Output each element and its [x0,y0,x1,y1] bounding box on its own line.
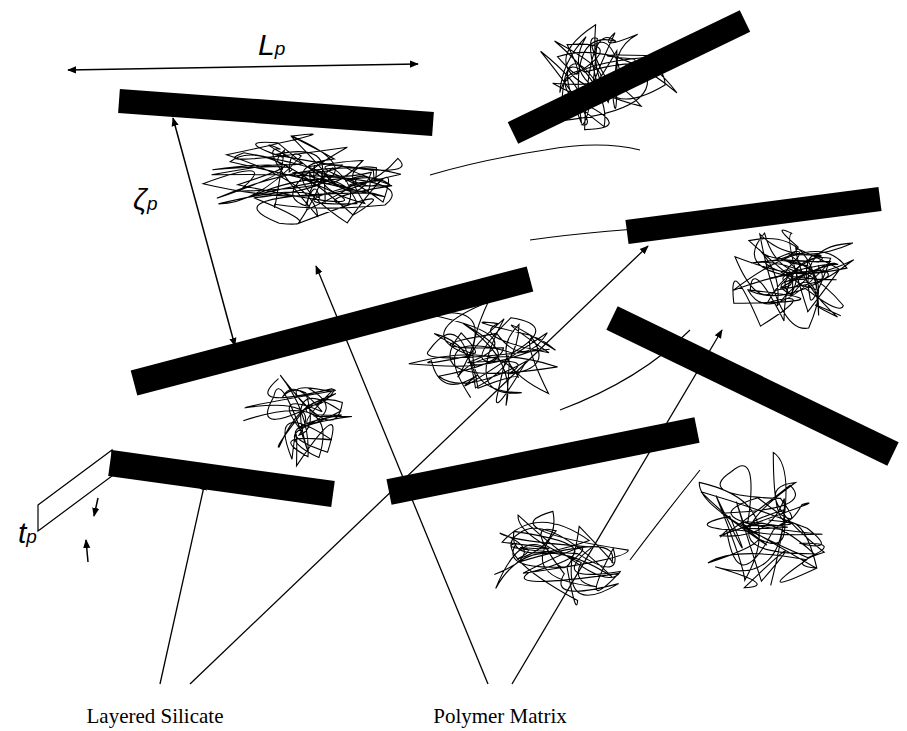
polymer-chain [699,452,824,587]
polymer-chain [243,375,352,466]
dimension-lines [38,64,418,562]
polymer-chain [301,160,393,205]
dimension-label: tp [18,518,37,548]
part-label: Polymer Matrix [433,706,567,727]
dimension-label: ζp [133,185,157,215]
polymer-chain [770,251,838,296]
dimension-label: Lp [258,30,285,60]
polymer-chain [630,470,700,560]
leader-lines [160,246,722,684]
polymer-chain [203,134,402,224]
part-label: Layered Silicate [86,706,223,727]
silicate-layers [110,21,893,494]
polymer-chain [733,230,854,328]
polymer-chain [494,511,628,605]
polymer-chain [430,145,640,175]
